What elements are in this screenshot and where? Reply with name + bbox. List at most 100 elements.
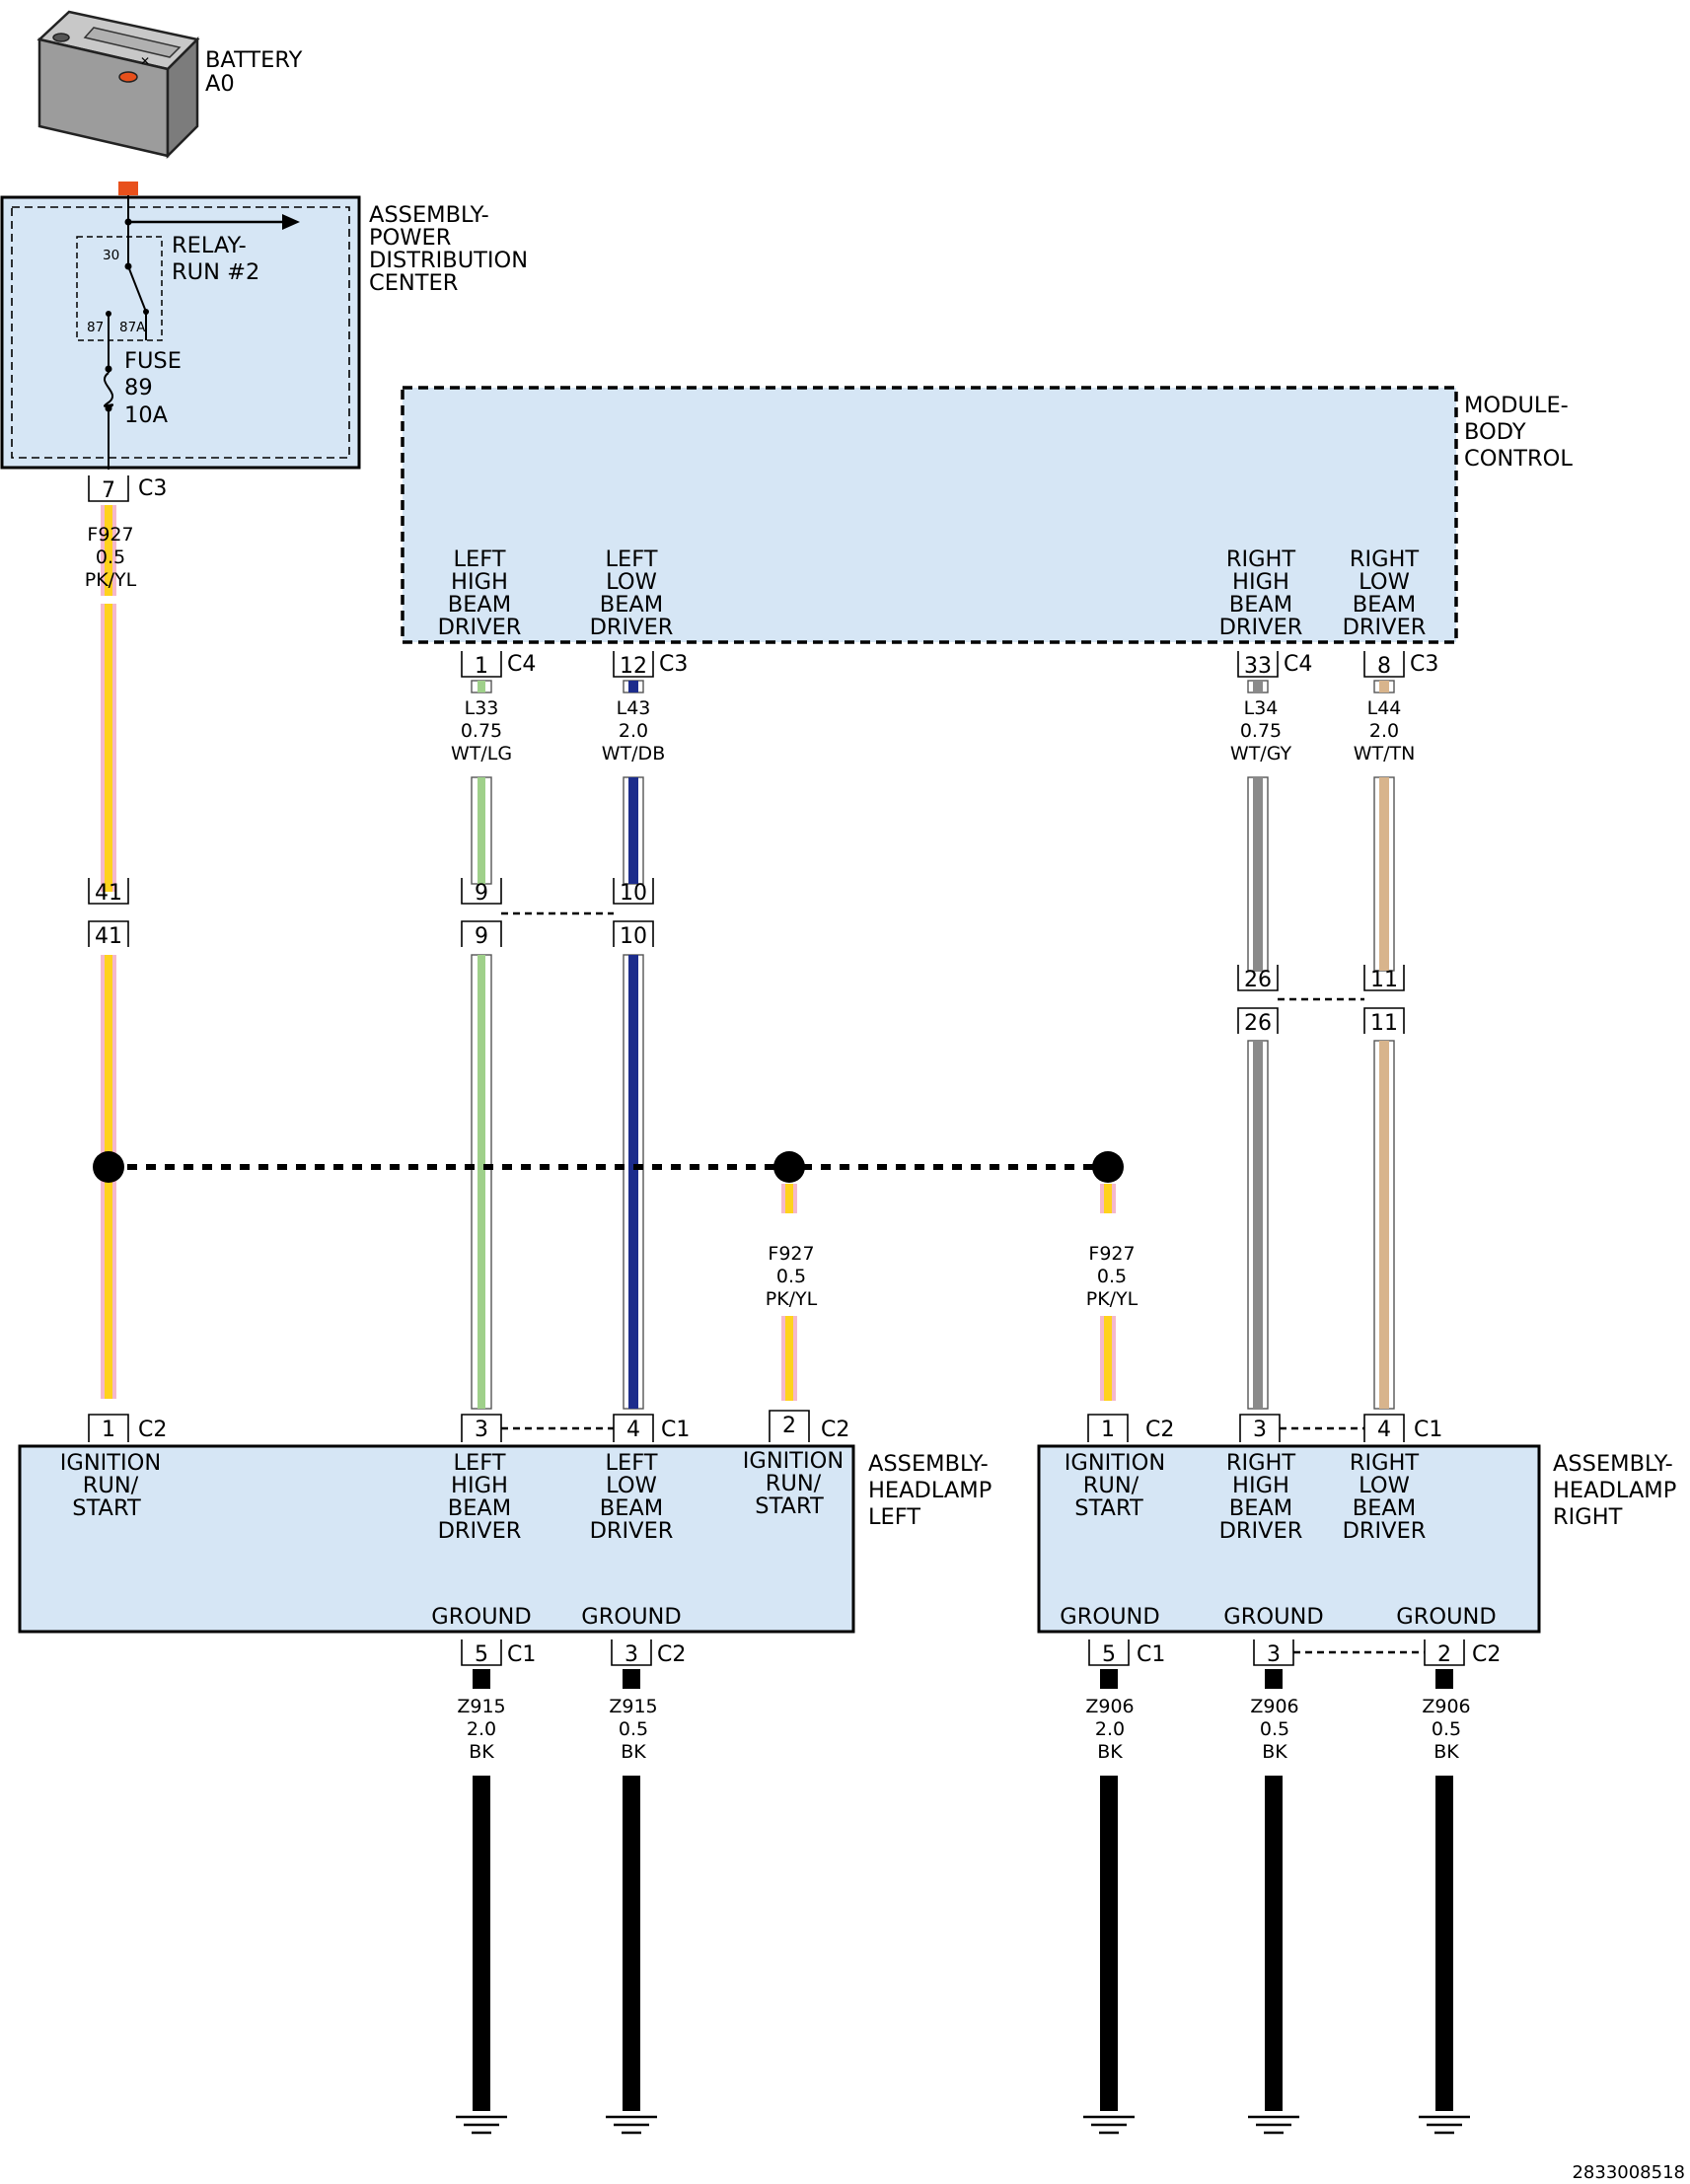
svg-text:C1: C1 — [1137, 1642, 1165, 1667]
svg-text:8: 8 — [1377, 654, 1391, 679]
relay-name: RELAY- — [172, 233, 247, 258]
svg-text:0.5: 0.5 — [1432, 1718, 1461, 1740]
fuse-icon — [103, 365, 114, 470]
svg-text:DRIVER: DRIVER — [1343, 615, 1427, 640]
fuse-rating: 10A — [124, 402, 169, 428]
svg-text:L43: L43 — [617, 697, 651, 719]
svg-text:L33: L33 — [465, 697, 499, 719]
svg-text:LOW: LOW — [606, 569, 657, 595]
svg-text:LOW: LOW — [1359, 569, 1410, 595]
svg-text:Z915: Z915 — [609, 1696, 657, 1717]
svg-text:RIGHT: RIGHT — [1226, 1450, 1296, 1476]
svg-text:BEAM: BEAM — [1353, 1495, 1416, 1521]
bcm-box — [401, 386, 1458, 644]
headlamp-right-box — [1037, 1444, 1541, 1634]
svg-text:0.5: 0.5 — [1260, 1718, 1289, 1740]
svg-text:0.5: 0.5 — [776, 1266, 806, 1287]
battery-id: A0 — [205, 71, 235, 97]
inline-connector-right-low: 11 11 — [1363, 965, 1405, 1036]
headlamp-right-ground-3: GROUND 2 C2 Z906 0.5 BK — [1396, 1604, 1501, 2111]
svg-text:L34: L34 — [1244, 697, 1279, 719]
svg-text:BK: BK — [1433, 1741, 1459, 1763]
svg-text:IGNITION: IGNITION — [60, 1450, 161, 1476]
headlamp-right-title-3: RIGHT — [1553, 1504, 1623, 1530]
battery-icon: ✕ — [37, 10, 200, 160]
ground-icon — [606, 2115, 657, 2135]
splice-node — [1092, 1151, 1124, 1183]
headlamp-left-pin-ignition-2: 2 C2 IGNITION RUN/ START — [743, 1410, 849, 1519]
fuse-number: 89 — [124, 375, 153, 400]
svg-text:BK: BK — [469, 1741, 494, 1763]
svg-text:Z906: Z906 — [1085, 1696, 1134, 1717]
svg-text:HIGH: HIGH — [1232, 1473, 1289, 1498]
svg-text:LEFT: LEFT — [605, 1450, 657, 1476]
svg-text:9: 9 — [475, 881, 488, 906]
svg-text:4: 4 — [1377, 1418, 1391, 1442]
svg-text:HIGH: HIGH — [1232, 569, 1289, 595]
pdc-connector: C3 — [138, 476, 167, 501]
svg-text:11: 11 — [1370, 968, 1398, 992]
svg-text:C2: C2 — [1472, 1642, 1501, 1667]
svg-text:41: 41 — [95, 881, 122, 906]
wire-l44 — [1373, 680, 1395, 1410]
bcm-title-2: BODY — [1464, 419, 1526, 445]
headlamp-left-title-1: ASSEMBLY- — [868, 1451, 989, 1477]
pdc-inner-dashed — [11, 206, 350, 459]
svg-text:3: 3 — [625, 1642, 638, 1667]
svg-text:26: 26 — [1244, 1011, 1272, 1036]
svg-text:L44: L44 — [1367, 697, 1402, 719]
headlamp-right-pin-high: 3 RIGHT HIGH BEAM DRIVER — [1219, 1414, 1302, 1544]
svg-text:BEAM: BEAM — [1229, 592, 1292, 618]
bcm-title-1: MODULE- — [1464, 393, 1569, 418]
svg-text:START: START — [1074, 1495, 1143, 1521]
svg-text:HIGH: HIGH — [451, 569, 508, 595]
svg-text:3: 3 — [1267, 1642, 1281, 1667]
svg-text:RUN/: RUN/ — [1083, 1473, 1139, 1498]
svg-text:RIGHT: RIGHT — [1226, 546, 1296, 572]
svg-text:C1: C1 — [1414, 1418, 1442, 1442]
svg-text:RUN/: RUN/ — [83, 1473, 139, 1498]
bcm-output-left-low: LEFT LOW BEAM DRIVER 12 C3 L43 2.0 WT/DB — [590, 546, 689, 764]
svg-text:33: 33 — [1244, 654, 1272, 679]
relay-pin-87a: 87A — [119, 320, 146, 335]
svg-text:BK: BK — [1097, 1741, 1123, 1763]
svg-text:2.0: 2.0 — [467, 1718, 496, 1740]
svg-text:C2: C2 — [1145, 1418, 1174, 1442]
svg-text:41: 41 — [95, 924, 122, 949]
svg-text:Z906: Z906 — [1422, 1696, 1470, 1717]
relay-pin-30: 30 — [103, 248, 119, 263]
ground-icon — [456, 2115, 507, 2135]
svg-text:DRIVER: DRIVER — [438, 1518, 522, 1544]
headlamp-right-ground-1: GROUND 5 C1 Z906 2.0 BK — [1060, 1604, 1165, 2111]
svg-text:RIGHT: RIGHT — [1350, 1450, 1420, 1476]
feed-wire-color: PK/YL — [85, 569, 137, 591]
splice-node — [93, 1151, 124, 1183]
relay-number: RUN #2 — [172, 259, 259, 285]
pdc-pin: 7 — [102, 478, 115, 503]
wire-l34 — [1247, 680, 1269, 1410]
battery-name: BATTERY — [205, 47, 303, 73]
svg-text:PK/YL: PK/YL — [1086, 1288, 1139, 1310]
svg-text:C2: C2 — [138, 1418, 167, 1442]
pdc-title-1: ASSEMBLY- — [369, 202, 489, 228]
svg-text:11: 11 — [1370, 1011, 1398, 1036]
svg-text:F927: F927 — [1088, 1243, 1135, 1265]
svg-text:0.5: 0.5 — [1097, 1266, 1127, 1287]
svg-text:HIGH: HIGH — [451, 1473, 508, 1498]
ground-icon — [1248, 2115, 1299, 2135]
svg-text:RIGHT: RIGHT — [1350, 546, 1420, 572]
svg-text:C4: C4 — [507, 652, 536, 677]
svg-text:3: 3 — [1253, 1418, 1267, 1442]
feed-wire-size: 0.5 — [96, 546, 125, 568]
headlamp-left-ground-1: GROUND 5 C1 Z915 2.0 BK — [431, 1604, 536, 2111]
feed-wire-id: F927 — [87, 524, 133, 546]
svg-text:26: 26 — [1244, 968, 1272, 992]
splice-node — [773, 1151, 805, 1183]
headlamp-right-title-2: HEADLAMP — [1553, 1478, 1676, 1503]
svg-text:BEAM: BEAM — [1353, 592, 1416, 618]
svg-text:C4: C4 — [1284, 652, 1312, 677]
wire-l43 — [623, 680, 644, 1410]
svg-text:DRIVER: DRIVER — [590, 1518, 674, 1544]
svg-text:2.0: 2.0 — [619, 720, 648, 742]
